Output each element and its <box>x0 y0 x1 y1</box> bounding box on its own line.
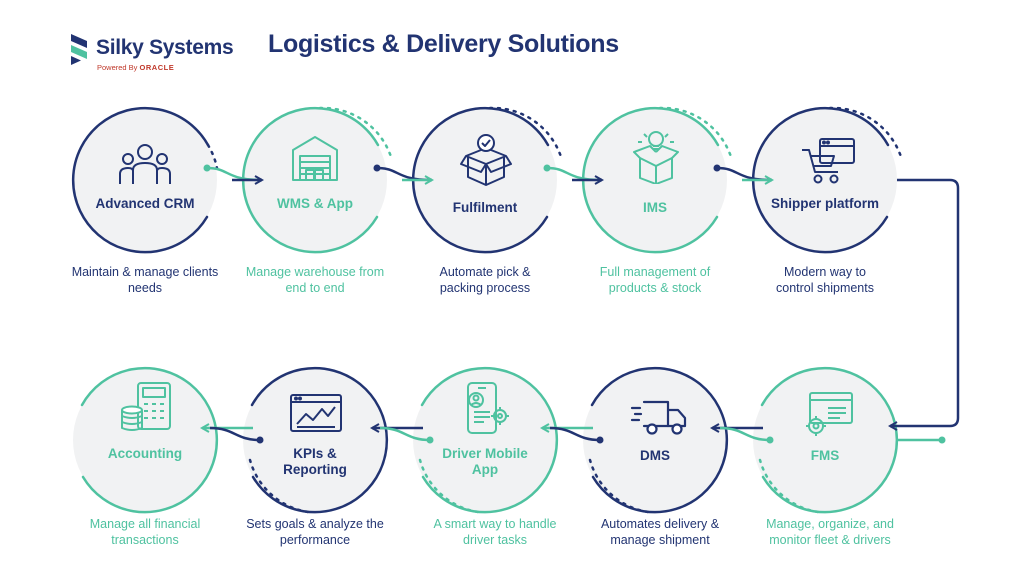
desc-fms: Manage, organize, and monitor fleet & dr… <box>766 517 894 547</box>
warehouse-icon <box>292 136 338 181</box>
shopping-cart-icon <box>802 138 855 184</box>
node-label-driver-mobile-app: Driver Mobile App <box>442 446 528 477</box>
node-label-ims: IMS <box>642 200 667 215</box>
company-logo: Silky Systems Powered By ORACLE <box>68 30 268 74</box>
desc-dms: Automates delivery & manage shipment <box>600 517 720 547</box>
connector-dots-row2 <box>256 436 774 444</box>
node-label-accounting: Accounting <box>107 446 183 461</box>
users-group-icon <box>119 144 171 184</box>
connectors-row1 <box>206 166 772 180</box>
desc-accounting: Manage all financial transactions <box>89 517 201 547</box>
brand-name: Silky Systems <box>96 36 234 59</box>
node-label-kpis-reporting: KPIs & Reporting <box>283 446 347 477</box>
desc-driver-mobile-app: A smart way to handle driver tasks <box>433 517 557 547</box>
fleet-settings-icon <box>806 392 853 436</box>
page-title: Logistics & Delivery Solutions <box>268 30 619 58</box>
powered-by: Powered By ORACLE <box>97 63 174 72</box>
loop-connector <box>890 178 960 426</box>
connector-dots-row1 <box>203 164 721 172</box>
node-discs-row2 <box>73 368 897 512</box>
desc-fulfilment: Automate pick & packing process <box>439 265 531 295</box>
oracle-wordmark: ORACLE <box>139 63 175 72</box>
desc-advanced-crm: Maintain & manage clients needs <box>71 265 219 295</box>
desc-ims: Full management of products & stock <box>599 265 711 295</box>
delivery-truck-icon <box>630 400 687 435</box>
desc-wms-app: Manage warehouse from end to end <box>245 265 385 295</box>
connectors-row2 <box>202 428 771 442</box>
desc-shipper-platform: Modern way to control shipments <box>776 265 874 295</box>
mobile-driver-icon <box>467 382 509 434</box>
box-idea-icon <box>633 131 679 184</box>
dashed-arcs-row2 <box>248 458 820 514</box>
calculator-coins-icon <box>121 382 171 431</box>
report-chart-icon <box>290 394 342 432</box>
silky-logo-icon <box>71 34 87 65</box>
node-label-dms: DMS <box>640 448 670 463</box>
node-label-wms-app: WMS & App <box>277 196 353 211</box>
node-label-fulfilment: Fulfilment <box>452 200 518 215</box>
node-label-advanced-crm: Advanced CRM <box>95 196 195 211</box>
powered-by-text: Powered By <box>97 63 138 72</box>
node-label-fms: FMS <box>810 448 840 463</box>
package-check-icon <box>460 134 512 186</box>
desc-kpis-reporting: Sets goals & analyze the performance <box>246 517 384 547</box>
node-label-shipper-platform: Shipper platform <box>770 196 879 211</box>
